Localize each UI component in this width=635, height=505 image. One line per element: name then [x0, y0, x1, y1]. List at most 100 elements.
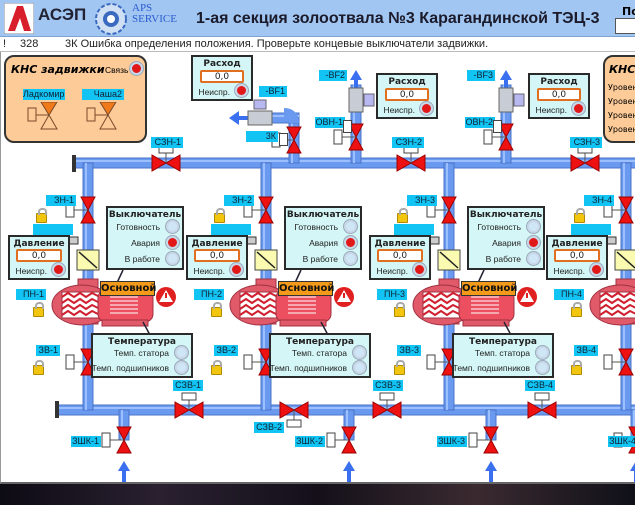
flow-arrow-up-icon [350, 70, 362, 80]
breaker-alarm-lamp [344, 236, 357, 249]
warning-icon[interactable] [334, 287, 354, 307]
flow-title: Расход [540, 77, 578, 87]
valve-horizontal[interactable] [527, 392, 557, 419]
valve-vertical[interactable] [326, 426, 357, 454]
lock-icon[interactable] [214, 208, 225, 223]
bearing-temp-label: Темп. подшипников [269, 363, 347, 373]
flowmeter-tag-bf2: -BF2 [319, 70, 347, 81]
valve-vertical[interactable] [468, 426, 499, 454]
breaker-alarm-label: Авария [131, 238, 160, 248]
lock-icon[interactable] [33, 302, 44, 317]
warning-icon[interactable] [156, 287, 176, 307]
pump-mode-badge[interactable]: Основной [461, 281, 518, 296]
alarm-bar[interactable]: ! 328 3К Ошибка определения положения. П… [0, 37, 635, 52]
flow-arrow-shaft [489, 470, 493, 482]
flowmeter-head [363, 93, 375, 107]
valve-tag-zshk: ЗШК-2 [295, 436, 325, 447]
lock-icon[interactable] [211, 302, 222, 317]
flow-value: 0,0 [385, 88, 429, 101]
valve-tag-zv: ЗВ-3 [397, 345, 421, 356]
lock-icon[interactable] [36, 208, 47, 223]
valve-vertical[interactable] [426, 196, 457, 224]
valve-tag-szn: СЗН-1 [151, 137, 183, 148]
header-right-input[interactable] [615, 18, 635, 34]
page-title: 1-ая секция золоотвала №3 Карагандинской… [196, 10, 600, 27]
lock-icon[interactable] [394, 360, 405, 375]
flowmeter-sensor-icon [348, 87, 364, 113]
header-right-label: По [622, 5, 635, 18]
valve-horizontal[interactable] [174, 392, 204, 419]
pipe-bend [283, 108, 299, 124]
lock-icon[interactable] [574, 208, 585, 223]
kns-level-panel: КНС уУровеньУровеньУровеньУровень [603, 55, 635, 143]
breaker-alarm-label: Авария [309, 238, 338, 248]
kns-valve-tag: Чаша2 [82, 89, 124, 100]
valve-horizontal[interactable] [396, 145, 426, 172]
lock-icon[interactable] [33, 360, 44, 375]
bearing-temp-label: Темп. подшипников [91, 363, 169, 373]
valve-vertical[interactable] [333, 123, 364, 151]
kns-valve-icon[interactable] [27, 101, 67, 132]
flowmeter-tag-bf1: -BF1 [259, 86, 287, 97]
valve-vertical[interactable] [101, 426, 132, 454]
pump-mode-badge[interactable]: Основной [100, 281, 157, 296]
fault-lamp [413, 263, 426, 276]
check-valve-mark [78, 251, 98, 269]
breaker-ready-lamp [344, 220, 357, 233]
valve-horizontal[interactable] [151, 145, 181, 172]
valve-tag-ovn1: ОВН-1 [315, 117, 345, 128]
valve-vertical[interactable] [65, 196, 96, 224]
breaker-title: Выключатель [469, 210, 543, 220]
pipe-end-cap [55, 401, 59, 418]
breaker-running-label: В работе [124, 254, 160, 264]
pump-mode-badge[interactable]: Основной [278, 281, 335, 296]
flow-title: Расход [388, 77, 426, 87]
valve-tag-szv: СЗВ-4 [525, 380, 555, 391]
pressure-tag [211, 224, 251, 235]
valve-tag-3k: 3К [246, 131, 278, 142]
lock-icon[interactable] [571, 360, 582, 375]
kns-valve-icon[interactable] [86, 101, 126, 132]
lock-icon[interactable] [397, 208, 408, 223]
valve-horizontal[interactable] [372, 392, 402, 419]
valve-horizontal[interactable] [279, 401, 309, 428]
lock-icon[interactable] [211, 360, 222, 375]
bearing-temp-lamp [175, 361, 188, 374]
valve-tag-szn: СЗН-2 [392, 137, 424, 148]
header: АСЭП APS SERVICE 1-ая секция золоотвала … [0, 0, 635, 37]
pump-hatch [239, 297, 279, 305]
valve-horizontal[interactable] [570, 145, 600, 172]
lock-icon[interactable] [571, 302, 582, 317]
valve-tag-zv: ЗВ-4 [574, 345, 598, 356]
warning-icon[interactable] [517, 287, 537, 307]
breaker-running-label: В работе [485, 254, 521, 264]
valve-vertical[interactable] [483, 123, 514, 151]
fault-label: Неиспр. [376, 266, 408, 276]
pressure-tag [33, 224, 73, 235]
motor-base [101, 319, 149, 327]
valve-actuator [343, 120, 352, 133]
asep-logo-text: АСЭП [38, 5, 87, 24]
valve-vertical[interactable] [243, 196, 274, 224]
breaker-alarm-label: Авария [492, 238, 521, 248]
valve-vertical[interactable] [603, 196, 634, 224]
aps-gear-logo-icon [95, 3, 127, 35]
flowmeter-sensor-icon [247, 110, 273, 126]
valve-vertical[interactable] [603, 348, 634, 376]
flow-arrow-up-icon [630, 462, 635, 471]
lock-icon[interactable] [394, 302, 405, 317]
